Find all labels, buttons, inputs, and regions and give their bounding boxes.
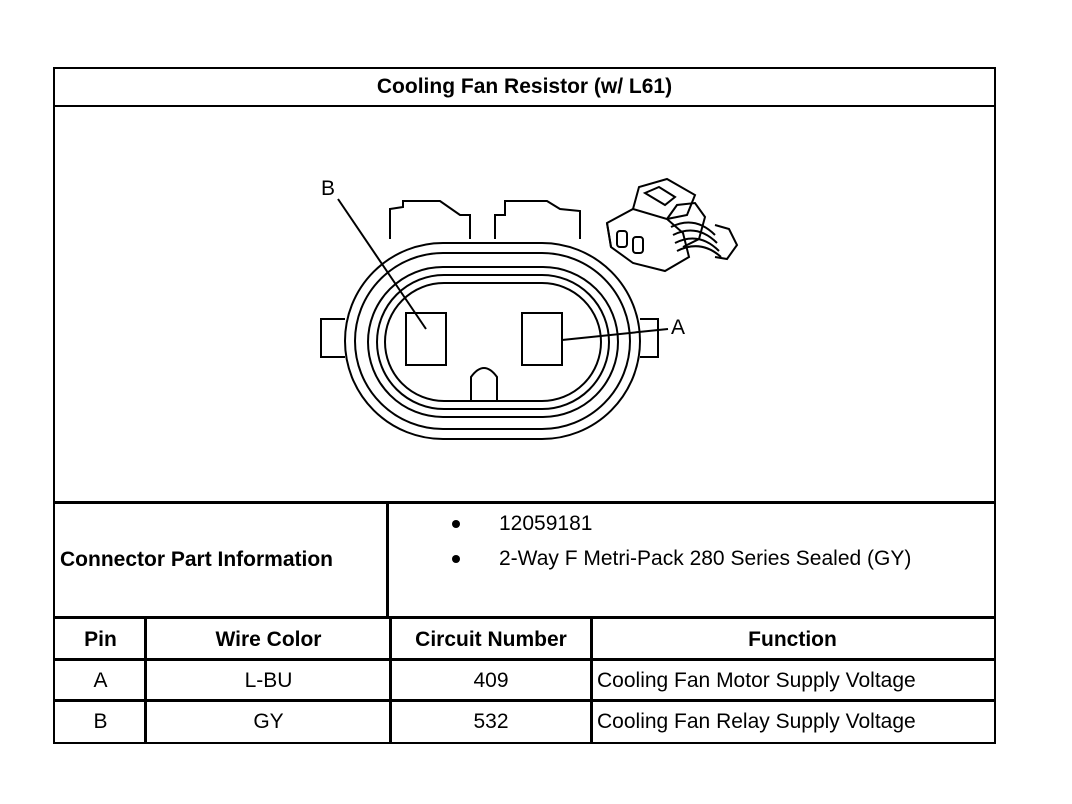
- connector-perspective-sketch: [605, 177, 739, 273]
- right-ear: [640, 318, 659, 358]
- connector-drawing: B A: [55, 107, 994, 501]
- right-latch: [494, 200, 581, 239]
- leader-line-b: [337, 198, 427, 330]
- header-wire-color: Wire Color: [215, 627, 322, 651]
- page-title: Cooling Fan Resistor (w/ L61): [55, 69, 994, 107]
- connector-description: 2-Way F Metri-Pack 280 Series Sealed (GY…: [499, 547, 912, 570]
- left-ear: [320, 318, 345, 358]
- header-circuit-number: Circuit Number: [415, 627, 567, 651]
- cell-pin: A: [93, 668, 108, 692]
- table-row: A L-BU 409 Cooling Fan Motor Supply Volt…: [55, 660, 994, 701]
- header-function: Function: [748, 627, 837, 651]
- table-header-row: Pin Wire Color Circuit Number Function: [55, 619, 994, 660]
- terminal-b: [405, 312, 447, 366]
- leader-line-a: [561, 328, 669, 341]
- cell-circuit-number: 409: [473, 668, 509, 692]
- pin-table: Pin Wire Color Circuit Number Function A…: [55, 619, 994, 742]
- outer-shell: [344, 242, 641, 440]
- left-latch: [389, 200, 471, 239]
- header-pin: Pin: [84, 627, 117, 651]
- connector-part-info: Connector Part Information 12059181 2-Wa…: [55, 501, 994, 619]
- cell-wire-color: GY: [253, 709, 284, 733]
- bullet-icon: [452, 555, 460, 563]
- connector-sheet: Cooling Fan Resistor (w/ L61): [53, 67, 996, 744]
- cell-function: Cooling Fan Relay Supply Voltage: [597, 709, 916, 733]
- pin-a-callout: A: [671, 316, 685, 339]
- cell-circuit-number: 532: [473, 709, 509, 733]
- connector-face-illustration: B A: [320, 177, 739, 440]
- connector-part-info-list: 12059181 2-Way F Metri-Pack 280 Series S…: [392, 504, 992, 616]
- part-number: 12059181: [499, 512, 593, 535]
- connector-part-info-label: Connector Part Information: [55, 504, 389, 616]
- cell-pin: B: [93, 709, 108, 733]
- pin-b-callout: B: [321, 177, 335, 200]
- cell-function: Cooling Fan Motor Supply Voltage: [597, 668, 916, 692]
- cell-wire-color: L-BU: [244, 668, 293, 692]
- bullet-icon: [452, 520, 460, 528]
- terminal-a: [521, 312, 563, 366]
- polarizing-key: [470, 367, 498, 400]
- table-row: B GY 532 Cooling Fan Relay Supply Voltag…: [55, 701, 994, 742]
